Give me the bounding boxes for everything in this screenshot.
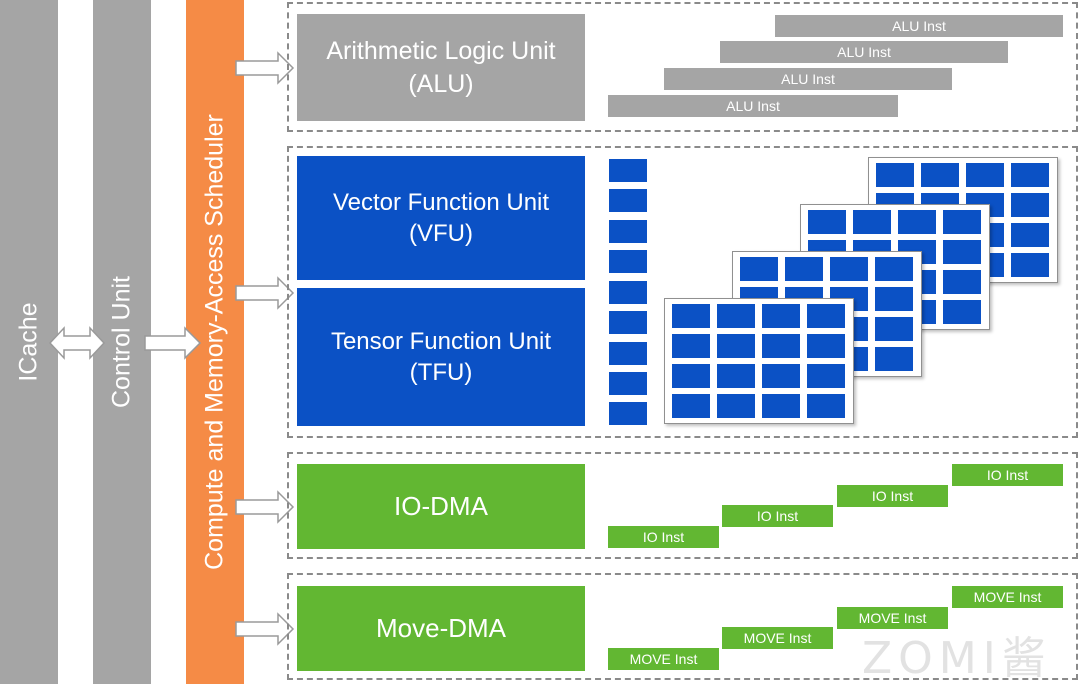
tensor-cell — [898, 210, 936, 234]
vector-element — [609, 402, 647, 425]
icache-label: ICache — [14, 302, 43, 382]
move-inst: MOVE Inst — [837, 607, 948, 629]
tensor-cell — [807, 364, 845, 388]
io-inst: IO Inst — [952, 464, 1063, 486]
tensor-cell — [672, 304, 710, 328]
tensor-cell — [921, 163, 959, 187]
tensor-cell — [1011, 163, 1049, 187]
vector-element — [609, 159, 647, 182]
alu-block: Arithmetic Logic Unit (ALU) — [297, 14, 585, 121]
tensor-cell — [875, 347, 913, 371]
alu-title: Arithmetic Logic Unit — [326, 37, 556, 65]
tensor-panel — [664, 298, 854, 424]
alu-inst: ALU Inst — [608, 95, 898, 117]
tensor-cell — [1011, 223, 1049, 247]
vector-element — [609, 372, 647, 395]
scheduler-vfu-tfu-arrow — [235, 276, 295, 310]
tensor-cell — [943, 210, 981, 234]
io-dma-block: IO-DMA — [297, 464, 585, 549]
tensor-cell — [1011, 193, 1049, 217]
move-dma-group — [287, 573, 1078, 680]
tensor-cell — [672, 394, 710, 418]
tensor-cell — [717, 364, 755, 388]
icache-control-double-arrow — [48, 326, 106, 360]
io-inst: IO Inst — [837, 485, 948, 507]
watermark: ZOMI酱 — [862, 633, 1052, 684]
tfu-abbrev: (TFU) — [409, 359, 473, 386]
tensor-cell — [875, 287, 913, 311]
tensor-cell — [717, 334, 755, 358]
io-inst: IO Inst — [722, 505, 833, 527]
scheduler-io-dma-arrow — [235, 490, 295, 524]
tensor-cell — [943, 270, 981, 294]
move-dma-block: Move-DMA — [297, 586, 585, 671]
tensor-cell — [943, 300, 981, 324]
tensor-cell — [876, 163, 914, 187]
move-dma-title: Move-DMA — [375, 613, 506, 643]
vfu-title: Vector Function Unit — [332, 188, 550, 216]
tensor-cell — [762, 394, 800, 418]
tensor-cell — [762, 364, 800, 388]
alu-group — [287, 2, 1078, 132]
tfu-block: Tensor Function Unit (TFU) — [297, 288, 585, 426]
tensor-cell — [672, 364, 710, 388]
move-inst: MOVE Inst — [608, 648, 719, 670]
alu-inst: ALU Inst — [664, 68, 952, 90]
vector-element — [609, 250, 647, 273]
tensor-cell — [875, 257, 913, 281]
tfu-title: Tensor Function Unit — [330, 327, 552, 355]
io-dma-group — [287, 452, 1078, 559]
tensor-cell — [943, 240, 981, 264]
scheduler-alu-arrow — [235, 51, 295, 85]
scheduler-move-dma-arrow — [235, 612, 295, 646]
tensor-cell — [717, 394, 755, 418]
control-unit-label: Control Unit — [107, 276, 136, 408]
alu-inst: ALU Inst — [775, 15, 1063, 37]
tensor-cell — [672, 334, 710, 358]
vector-element — [609, 281, 647, 304]
vector-element — [609, 311, 647, 334]
tensor-cell — [875, 317, 913, 341]
tensor-cell — [807, 334, 845, 358]
scheduler-label: Compute and Memory-Access Scheduler — [200, 114, 229, 570]
tensor-cell — [762, 304, 800, 328]
vfu-block: Vector Function Unit (VFU) — [297, 156, 585, 280]
icache-bar: ICache — [0, 0, 58, 684]
tensor-cell — [717, 304, 755, 328]
vfu-abbrev: (VFU) — [409, 220, 473, 247]
alu-abbrev: (ALU) — [408, 69, 474, 98]
io-inst: IO Inst — [608, 526, 719, 548]
tensor-cell — [966, 163, 1004, 187]
alu-inst: ALU Inst — [720, 41, 1008, 63]
tensor-cell — [853, 210, 891, 234]
tensor-cell — [1011, 253, 1049, 277]
control-scheduler-arrow — [144, 326, 202, 360]
move-inst: MOVE Inst — [952, 586, 1063, 608]
tensor-cell — [740, 257, 778, 281]
tensor-cell — [762, 334, 800, 358]
tensor-cell — [785, 257, 823, 281]
tensor-cell — [830, 257, 868, 281]
io-dma-title: IO-DMA — [394, 491, 488, 521]
vector-element — [609, 342, 647, 365]
tensor-cell — [807, 394, 845, 418]
vector-element — [609, 189, 647, 212]
tensor-cell — [808, 210, 846, 234]
tensor-cell — [807, 304, 845, 328]
vfu-tfu-group — [287, 146, 1078, 438]
move-inst: MOVE Inst — [722, 627, 833, 649]
vector-element — [609, 220, 647, 243]
